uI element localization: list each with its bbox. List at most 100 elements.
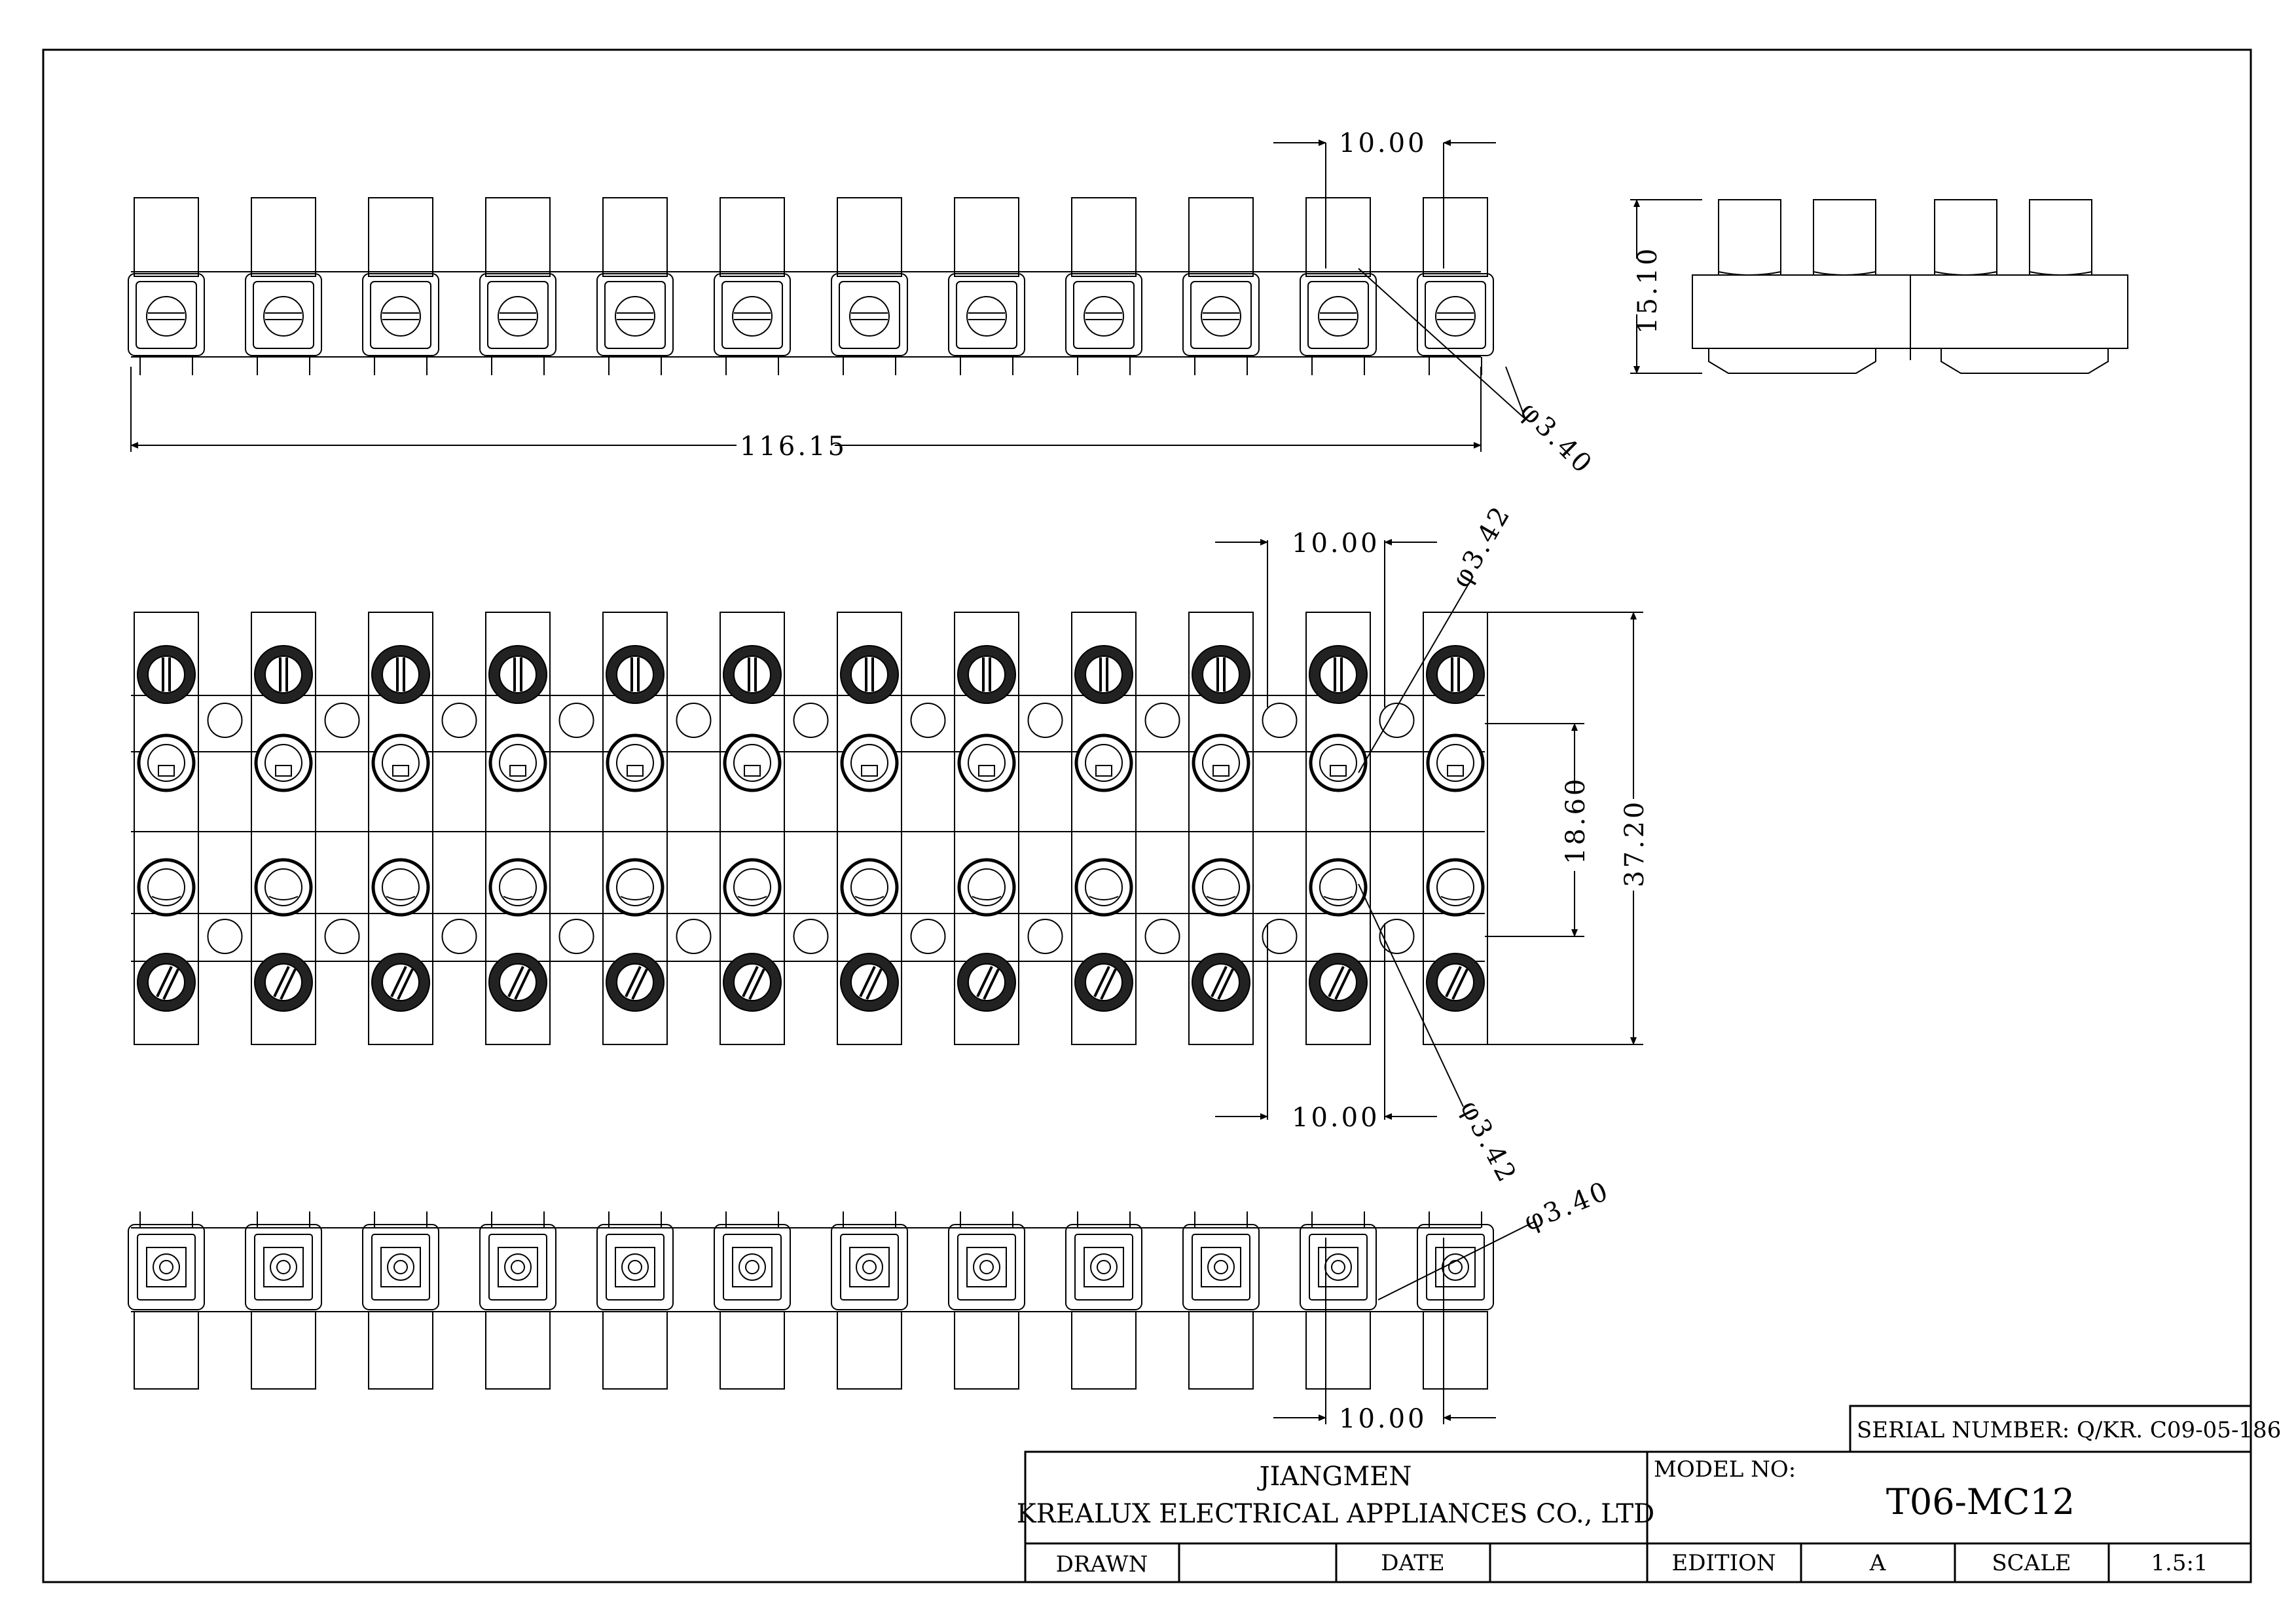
terminal-screw-core <box>159 1260 173 1274</box>
bottom-view-terminal <box>1065 1211 1142 1390</box>
terminal-sleeve <box>251 197 316 277</box>
terminal-clamp-inner <box>254 1234 313 1301</box>
terminal-clamp <box>479 1224 556 1310</box>
top-view-terminal <box>831 197 908 375</box>
terminal-hole <box>1084 296 1124 337</box>
terminal-clamp <box>596 1224 674 1310</box>
terminal-clamp <box>1182 1224 1260 1310</box>
terminal-hole <box>380 296 421 337</box>
mid-terminal-body <box>837 612 902 1045</box>
terminal-square <box>1318 1247 1358 1287</box>
top-view-terminal <box>714 197 791 375</box>
screw-slot <box>280 969 297 1000</box>
bottom-view-terminal <box>948 1211 1025 1390</box>
terminal-clamp-inner <box>957 1234 1016 1301</box>
mid-terminal-body <box>720 612 785 1045</box>
screw-slot <box>1451 969 1468 1000</box>
terminal-screw-core <box>511 1260 525 1274</box>
terminal-clamp-inner <box>488 1234 547 1301</box>
bottom-view-terminal <box>128 1211 205 1390</box>
serial-number: SERIAL NUMBER: Q/KR. C09-05-186 <box>1857 1417 2281 1443</box>
mounting-hole <box>324 703 360 738</box>
top-pitch-label: 10.00 <box>1339 128 1427 158</box>
screw-slot <box>859 966 876 997</box>
top-view-terminal <box>245 197 322 375</box>
screw-slot <box>1445 966 1462 997</box>
terminal-screw <box>1090 1253 1118 1281</box>
terminal-clamp-inner <box>487 281 549 349</box>
wire-hole-ring <box>957 858 1016 917</box>
wire-hole-ring <box>1309 733 1368 792</box>
screw-face <box>1436 655 1474 693</box>
screw-face <box>382 655 420 693</box>
screw-slot <box>983 969 1000 1000</box>
mid-terminal <box>954 612 1019 1045</box>
terminal-screw <box>738 1253 766 1281</box>
mid-terminal <box>602 612 668 1045</box>
terminal-clamp-inner <box>723 1234 782 1301</box>
screw-slot <box>1334 969 1351 1000</box>
mounting-hole <box>558 703 594 738</box>
top-hole-dia-label: φ3.40 <box>1514 396 1599 481</box>
terminal-screw <box>973 1253 1000 1281</box>
mid-terminal-body <box>1423 612 1488 1045</box>
terminal-hole <box>146 296 187 337</box>
screw-face <box>1319 655 1357 693</box>
wire-hole-ring <box>723 858 782 917</box>
bottom-view-terminal <box>362 1211 439 1390</box>
terminal-hole <box>966 296 1007 337</box>
terminal-clamp-inner <box>1192 1234 1250 1301</box>
mounting-hole <box>1379 919 1415 954</box>
wire-hole-ring <box>137 858 196 917</box>
bottom-view <box>128 1211 1494 1390</box>
mid-total-height-dimension <box>1485 612 1643 1045</box>
screw-slot <box>625 966 642 997</box>
drawing-frame <box>42 48 2252 1583</box>
terminal-clamp-inner <box>1309 1234 1368 1301</box>
terminal-hole <box>615 296 655 337</box>
wire-hole-clamp <box>509 765 526 777</box>
mid-terminal <box>485 612 551 1045</box>
bottom-view-terminal <box>714 1211 791 1390</box>
mid-terminal-body <box>368 612 433 1045</box>
screw-slot <box>397 969 414 1000</box>
mid-inner-height-label: 18.60 <box>1561 776 1591 864</box>
wire-hole-ring <box>1074 733 1133 792</box>
side-view-sleeve <box>2029 199 2092 276</box>
mounting-hole <box>1262 919 1298 954</box>
terminal-screw <box>856 1253 883 1281</box>
terminal-screw-core <box>628 1260 642 1274</box>
terminal-sleeve <box>134 197 199 277</box>
terminal-clamp-inner <box>371 1234 430 1301</box>
wire-hole <box>499 868 537 906</box>
bottom-view-terminal <box>1182 1211 1260 1390</box>
terminal-sleeve <box>134 1311 199 1390</box>
terminal-screw-core <box>393 1260 408 1274</box>
wire-hole-clamp <box>503 896 533 900</box>
mounting-hole <box>1027 703 1063 738</box>
screw-slot <box>1100 969 1117 1000</box>
wire-hole-ring <box>1309 858 1368 917</box>
screw-face <box>1085 655 1123 693</box>
top-pitch-dimension <box>1273 139 1496 268</box>
wire-hole <box>1319 744 1357 782</box>
scale-value: 1.5:1 <box>2151 1550 2208 1576</box>
top-view-terminal <box>362 197 439 375</box>
wire-hole-ring <box>488 733 547 792</box>
mid-terminal-body <box>1188 612 1254 1045</box>
screw-slot <box>273 966 290 997</box>
side-height-label: 15.10 <box>1633 246 1663 334</box>
screw-face <box>616 655 654 693</box>
terminal-clamp <box>479 273 556 356</box>
mounting-hole <box>324 919 360 954</box>
mid-terminal <box>251 612 316 1045</box>
top-view-terminal <box>128 197 205 375</box>
drawn-label: DRAWN <box>1056 1551 1148 1578</box>
title-block <box>1024 1405 2252 1583</box>
wire-hole <box>147 868 185 906</box>
top-view-terminal <box>1065 197 1142 375</box>
mounting-hole <box>207 703 243 738</box>
terminal-screw <box>387 1253 414 1281</box>
mid-terminal-body <box>602 612 668 1045</box>
terminal-clamp-inner <box>1425 281 1486 349</box>
